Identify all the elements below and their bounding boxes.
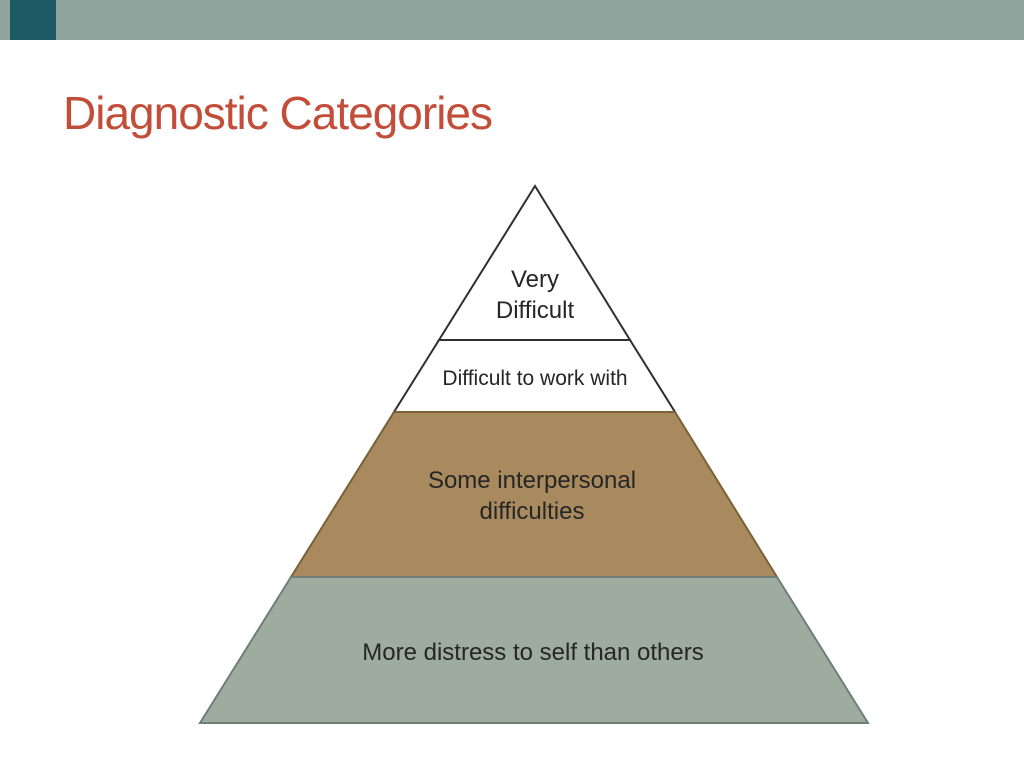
pyramid-label-difficult-to-work-with: Difficult to work with (442, 367, 628, 390)
header-accent-square (10, 0, 56, 40)
pyramid-label-very-difficult: Very Difficult (495, 266, 575, 325)
header-band (0, 0, 1024, 40)
pyramid-layer-more-distress (198, 576, 870, 724)
pyramid-label-more-distress: More distress to self than others (362, 639, 704, 666)
header-band-rect (0, 0, 1024, 40)
pyramid-label-some-interpersonal: Some interpersonal difficulties (427, 467, 637, 526)
page-title: Diagnostic Categories (63, 87, 493, 139)
